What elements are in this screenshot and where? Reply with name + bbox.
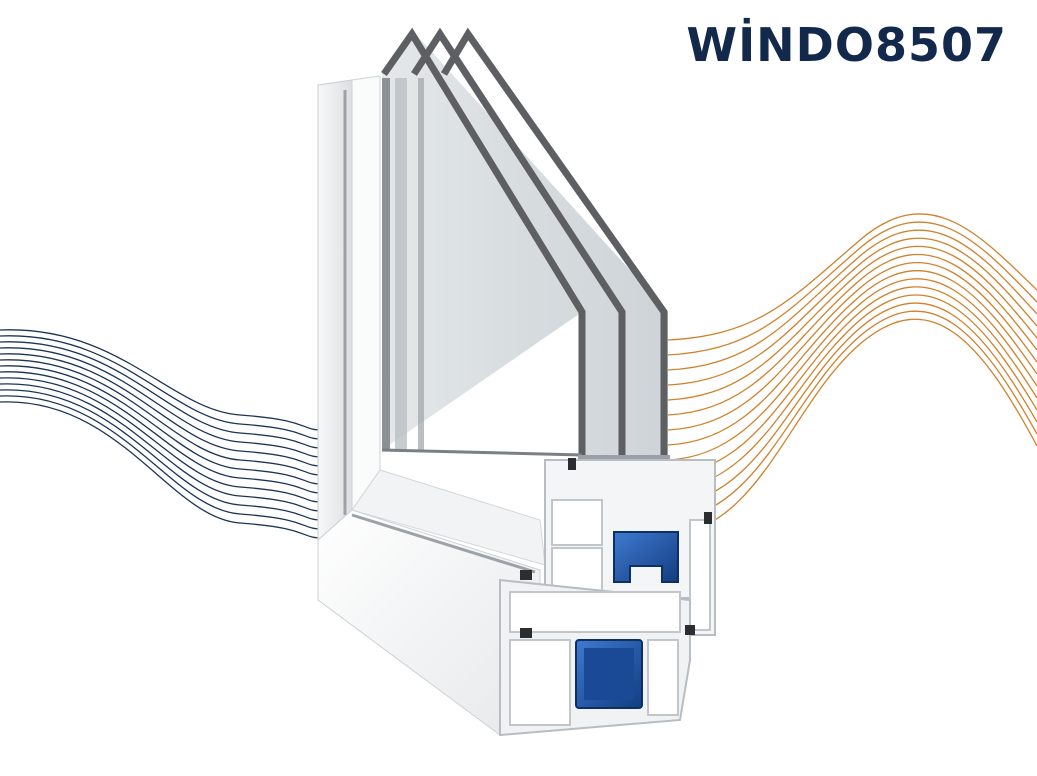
warm-wave-line bbox=[667, 310, 1037, 521]
warm-wave-line bbox=[667, 213, 1037, 341]
sash-steel-core bbox=[613, 531, 679, 583]
cold-wave-line bbox=[0, 389, 323, 521]
cold-wave-line bbox=[0, 341, 323, 449]
cold-wave-line bbox=[0, 347, 323, 458]
cold-wave-line bbox=[0, 359, 323, 476]
cold-wave-line bbox=[0, 335, 323, 440]
brand-logo: WİNDO8507 bbox=[686, 18, 1007, 72]
cold-wave-line bbox=[0, 377, 323, 503]
warm-wave-line bbox=[667, 253, 1037, 416]
warm-wave-line bbox=[667, 229, 1037, 371]
warm-wave-line bbox=[667, 245, 1037, 401]
warm-wave-line bbox=[667, 270, 1037, 446]
glass-pane-edges bbox=[381, 27, 668, 458]
warm-wave-line bbox=[667, 318, 1037, 536]
cold-wave-line bbox=[0, 365, 323, 485]
warm-wave-line bbox=[667, 278, 1037, 461]
cold-wave-line bbox=[0, 383, 323, 512]
cold-wave-line bbox=[0, 395, 323, 530]
window-profile bbox=[317, 27, 716, 737]
warm-wave-line bbox=[667, 286, 1037, 476]
cold-wave-line bbox=[0, 329, 323, 431]
warm-air-waves bbox=[667, 213, 1037, 536]
cold-wave-line bbox=[0, 401, 323, 539]
cold-wave-line bbox=[0, 371, 323, 494]
warm-wave-line bbox=[667, 237, 1037, 386]
glass-unit bbox=[382, 30, 668, 455]
warm-wave-line bbox=[667, 294, 1037, 491]
cold-wave-line bbox=[0, 353, 323, 467]
warm-wave-line bbox=[667, 302, 1037, 506]
cold-air-waves bbox=[0, 329, 323, 539]
frame-jamb-face bbox=[351, 75, 381, 512]
warm-wave-line bbox=[667, 221, 1037, 356]
frame-jamb-side bbox=[317, 79, 353, 542]
warm-wave-line bbox=[667, 261, 1037, 431]
